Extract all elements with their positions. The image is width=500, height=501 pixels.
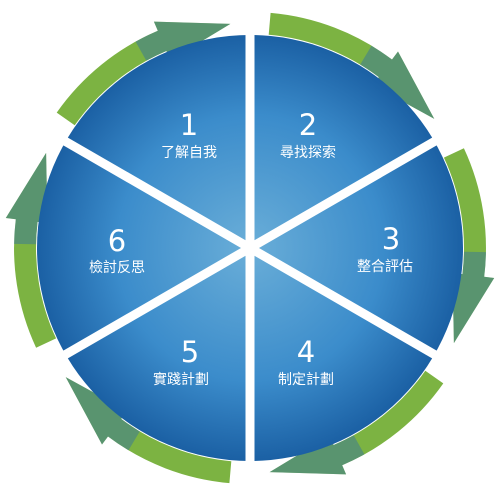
- step-3-number: 3: [382, 222, 400, 256]
- cycle-arrow-tip-2: [360, 45, 435, 119]
- step-3-label: 整合評估: [357, 259, 413, 275]
- cycle-arrow-tip-4: [269, 435, 365, 475]
- step-1: 1 了解自我: [161, 108, 217, 161]
- cycle-arrow-tip-1: [135, 21, 231, 61]
- step-5-label: 實踐計劃: [153, 371, 209, 388]
- step-5: 5 實踐計劃: [153, 335, 209, 388]
- step-5-number: 5: [181, 335, 199, 369]
- step-2: 2 尋找探索: [280, 108, 336, 161]
- segment-divider: [34, 121, 253, 252]
- cycle-arrow-tip-6: [5, 152, 48, 245]
- step-6: 6 檢討反思: [89, 224, 145, 276]
- step-6-label: 檢討反思: [89, 259, 145, 276]
- step-6-number: 6: [108, 224, 126, 258]
- step-2-label: 尋找探索: [280, 144, 336, 161]
- step-4-number: 4: [297, 335, 315, 369]
- segment-divider: [247, 244, 466, 375]
- step-1-label: 了解自我: [161, 145, 217, 161]
- step-4: 4 制定計劃: [278, 335, 334, 388]
- step-2-number: 2: [299, 108, 317, 142]
- step-3: 3 整合評估: [357, 222, 413, 275]
- segment-divider: [34, 244, 253, 375]
- segment-dividers: [34, 2, 466, 494]
- step-4-label: 制定計劃: [278, 372, 334, 388]
- segment-divider: [247, 121, 466, 252]
- step-labels: 1 了解自我 2 尋找探索 3 整合評估 4 制定計劃 5 實踐計劃 6 檢討反…: [89, 108, 413, 388]
- step-1-number: 1: [180, 108, 198, 142]
- cycle-arrow-tip-3: [452, 251, 495, 344]
- cycle-arrow-tip-5: [65, 377, 140, 451]
